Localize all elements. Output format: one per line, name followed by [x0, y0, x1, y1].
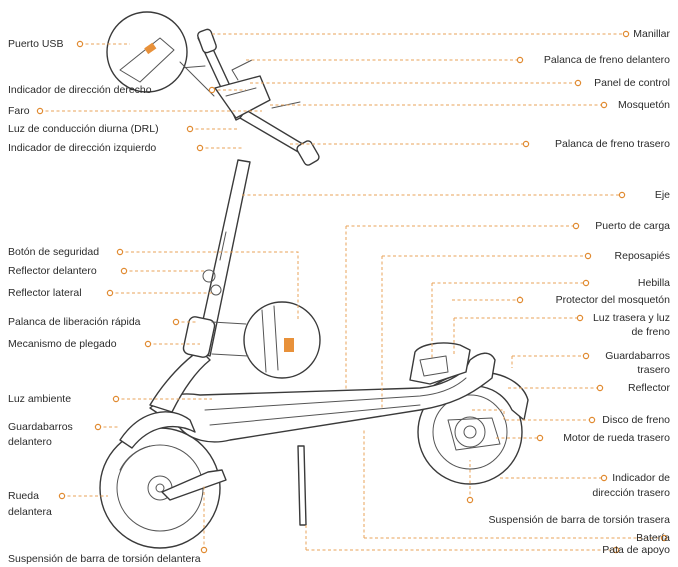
label-front-fender-line2: delantero — [8, 436, 52, 448]
rear-footrest — [409, 342, 471, 385]
label-safety-button: Botón de seguridad — [8, 246, 100, 258]
label-rear-fender-line1: Guardabarros — [605, 350, 670, 362]
label-right-turn-indicator: Indicador de dirección derecho — [8, 84, 152, 96]
label-reflector: Reflector — [627, 382, 670, 394]
label-usb-port: Puerto USB — [8, 38, 64, 50]
label-front-brake-lever: Palanca de freno delantero — [543, 54, 670, 66]
leader-lines — [40, 33, 664, 551]
label-front-reflector: Reflector delantero — [8, 265, 97, 277]
label-stem: Eje — [654, 189, 670, 201]
label-quick-release-lever: Palanca de liberación rápida — [8, 316, 141, 328]
label-carabiner-guard: Protector del mosquetón — [555, 294, 670, 306]
label-rear-brake-light-line2: de freno — [631, 326, 670, 338]
label-kickstand: Pata de apoyo — [602, 544, 670, 556]
folding-mechanism-inset — [211, 301, 321, 379]
label-buckle: Hebilla — [637, 277, 670, 289]
label-battery: Batería — [636, 532, 670, 544]
label-folding-mechanism: Mecanismo de plegado — [8, 338, 117, 350]
label-footrest: Reposapiés — [614, 250, 670, 262]
label-carabiner: Mosquetón — [618, 99, 670, 111]
leader-dots — [36, 30, 668, 554]
label-front-torsion-suspension: Suspensión de barra de torsión delantera — [8, 553, 201, 565]
usb-port-inset — [106, 11, 215, 97]
label-rear-brake-light-line1: Luz trasera y luz — [592, 312, 670, 324]
front-fender — [119, 411, 196, 449]
label-handlebar: Manillar — [633, 28, 670, 40]
label-ambient-light: Luz ambiente — [8, 393, 72, 405]
label-headlight: Faro — [8, 105, 30, 117]
deck-body — [149, 352, 496, 443]
label-front-fender-line1: Guardabarros — [8, 421, 73, 433]
kickstand-drawing — [297, 445, 307, 526]
label-front-wheel-line2: delantera — [8, 506, 52, 518]
label-rear-fender-line2: trasero — [637, 364, 670, 376]
label-brake-disc: Disco de freno — [602, 414, 670, 426]
handlebar-drawing — [179, 28, 320, 166]
front-torsion-arm — [161, 469, 227, 501]
label-front-wheel-line1: Rueda — [8, 490, 39, 502]
label-rear-torsion-suspension: Suspensión de barra de torsión trasera — [488, 514, 670, 526]
label-drl: Luz de conducción diurna (DRL) — [8, 123, 159, 135]
label-control-panel: Panel de control — [594, 77, 670, 89]
label-side-reflector: Reflector lateral — [8, 287, 82, 299]
label-rear-hub-motor: Motor de rueda trasero — [563, 432, 670, 444]
label-rear-turn-indicator-line2: dirección trasero — [592, 487, 670, 499]
folding-joint — [182, 316, 216, 358]
label-rear-brake-lever: Palanca de freno trasero — [555, 138, 670, 150]
label-rear-turn-indicator-line1: Indicador de — [612, 472, 670, 484]
label-charging-port: Puerto de carga — [595, 220, 670, 232]
rear-motor — [447, 417, 501, 451]
label-left-turn-indicator: Indicador de dirección izquierdo — [8, 142, 157, 154]
